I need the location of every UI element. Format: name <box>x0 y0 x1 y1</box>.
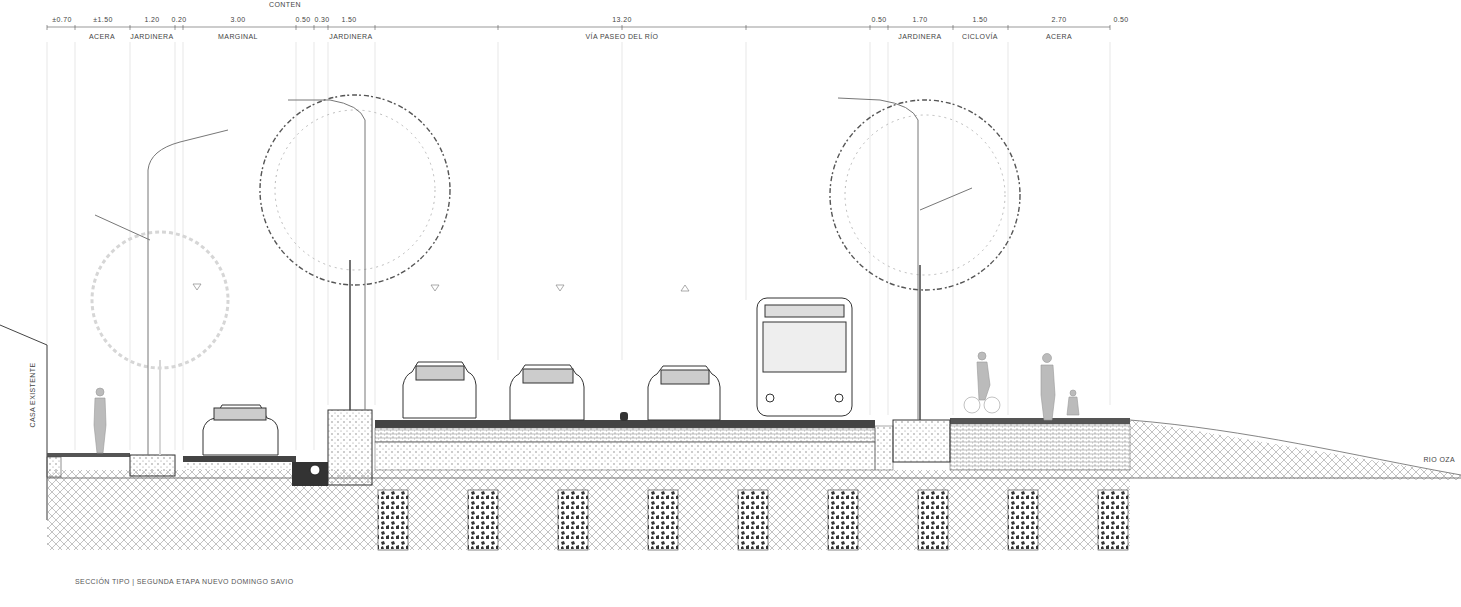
dimension-value: 1.70 <box>912 16 927 24</box>
zone-label: ACERA <box>1046 33 1072 41</box>
existing-house <box>0 325 47 520</box>
piles <box>378 490 1128 550</box>
dimension-value: ±0.70 <box>52 16 71 24</box>
zone-label: MARGINAL <box>218 33 258 41</box>
place-label: RIO OZA <box>1423 456 1455 464</box>
dimension-tick <box>75 25 76 30</box>
dimension-tick <box>953 25 954 30</box>
dimension-tick <box>175 25 176 30</box>
dimension-tick <box>1008 25 1009 30</box>
dimension-value: 0.50 <box>1113 16 1128 24</box>
dimension-tick <box>130 25 131 30</box>
dimension-line <box>47 25 1110 30</box>
dimension-value: 0.50 <box>295 16 310 24</box>
dimension-value: 1.20 <box>144 16 159 24</box>
dimension-tick <box>888 25 889 30</box>
street-lamps <box>95 98 972 455</box>
dimension-tick <box>314 25 315 30</box>
zone-label: JARDINERA <box>898 33 941 41</box>
dimension-value: 1.50 <box>972 16 987 24</box>
vehicles <box>203 298 852 455</box>
level-markers <box>193 284 689 291</box>
zone-label: JARDINERA <box>329 33 372 41</box>
dimension-tick <box>498 25 499 30</box>
dimension-value: 0.20 <box>171 16 186 24</box>
zone-label: ACERA <box>89 33 115 41</box>
dimension-value: 2.70 <box>1051 16 1066 24</box>
dimension-tick <box>47 25 48 30</box>
dimension-value: 3.00 <box>230 16 245 24</box>
dimension-tick <box>328 25 329 30</box>
dimension-value: 0.50 <box>871 16 886 24</box>
dimension-tick <box>296 25 297 30</box>
zone-label: CICLOVÍA <box>962 33 998 41</box>
zone-label: CONTEN <box>269 1 301 9</box>
dimension-tick <box>1110 25 1111 30</box>
dimension-tick <box>622 25 623 30</box>
dimension-value: 1.50 <box>341 16 356 24</box>
dimension-tick <box>870 25 871 30</box>
dimension-value: 13.20 <box>612 16 632 24</box>
zone-label: JARDINERA <box>130 33 173 41</box>
place-label: CASA EXISTENTE <box>29 362 37 427</box>
people <box>94 352 1079 453</box>
dimension-tick <box>375 25 376 30</box>
dimension-value: ±1.50 <box>93 16 112 24</box>
dimension-tick <box>183 25 184 30</box>
dimension-tick <box>746 25 747 30</box>
caption: SECCIÓN TIPO | SEGUNDA ETAPA NUEVO DOMIN… <box>75 578 293 586</box>
trees <box>92 95 1020 455</box>
zone-label: VÍA PASEO DEL RÍO <box>586 33 659 41</box>
dimension-value: 0.30 <box>314 16 329 24</box>
